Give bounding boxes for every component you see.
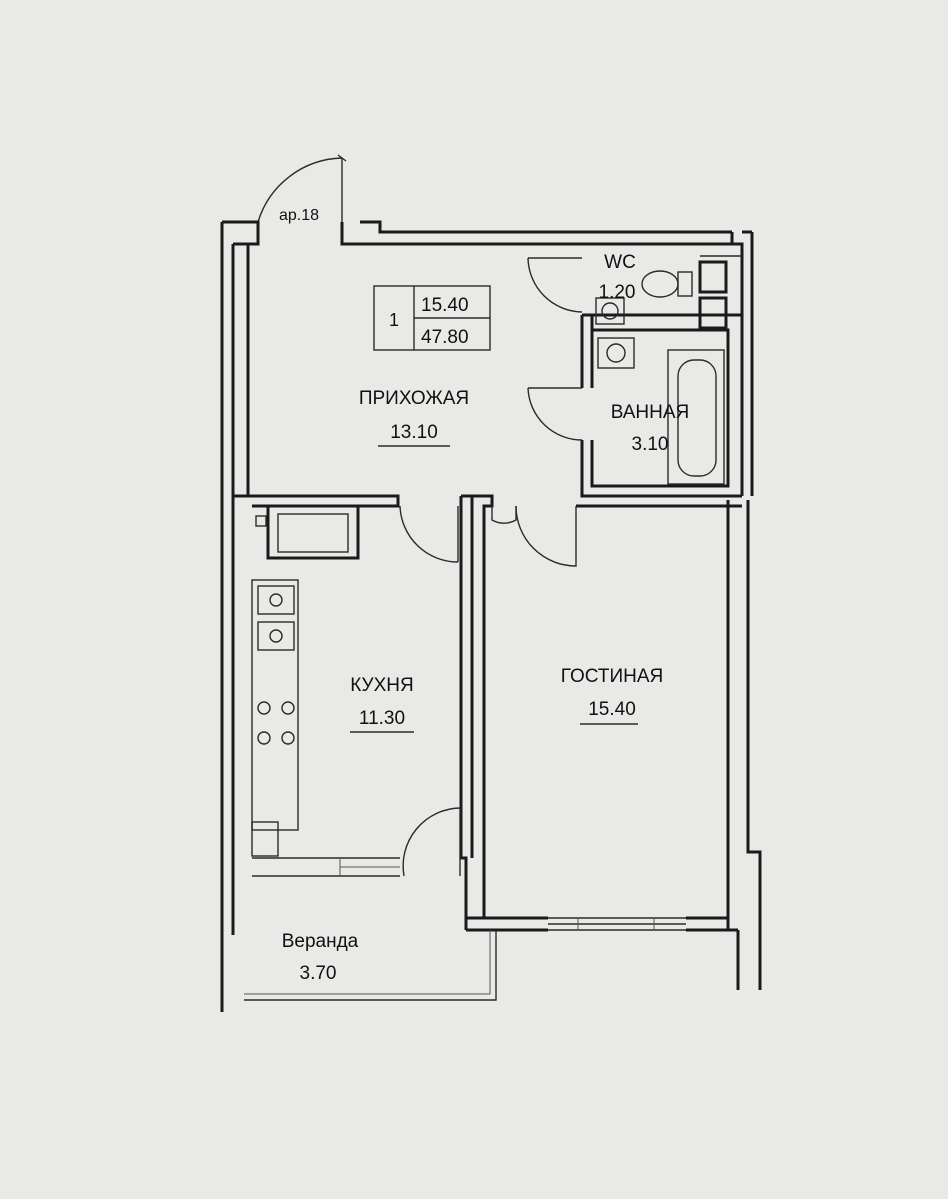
wc-area: 1.20: [599, 282, 636, 303]
total-area-value: 47.80: [421, 327, 469, 348]
interior-doors: [399, 257, 583, 877]
veranda-name: Веранда: [282, 931, 359, 952]
kitchen-area: 11.30: [359, 708, 405, 729]
apartment-number: 1: [389, 310, 399, 330]
wc-name: WC: [604, 252, 636, 273]
hallway-area: 13.10: [390, 422, 438, 443]
interior-walls: [233, 313, 742, 1001]
outer-walls: [220, 220, 762, 1012]
living-area-value: 15.40: [421, 295, 469, 316]
veranda-area: 3.70: [300, 963, 337, 984]
room-labels: ПРИХОЖАЯ 13.10 WC 1.20 ВАННАЯ 3.10 КУХНЯ…: [282, 252, 690, 984]
entrance-door: ар.18: [257, 154, 347, 224]
stair-label: ар.18: [279, 207, 319, 224]
kitchen-name: КУХНЯ: [350, 675, 413, 696]
hallway-name: ПРИХОЖАЯ: [359, 388, 469, 409]
fixtures: [251, 255, 742, 857]
living-name: ГОСТИНАЯ: [561, 666, 663, 687]
area-box: 1 15.40 47.80: [373, 285, 491, 351]
bathroom-name: ВАННАЯ: [611, 402, 690, 423]
living-area: 15.40: [588, 699, 636, 720]
bathroom-area: 3.10: [632, 434, 669, 455]
